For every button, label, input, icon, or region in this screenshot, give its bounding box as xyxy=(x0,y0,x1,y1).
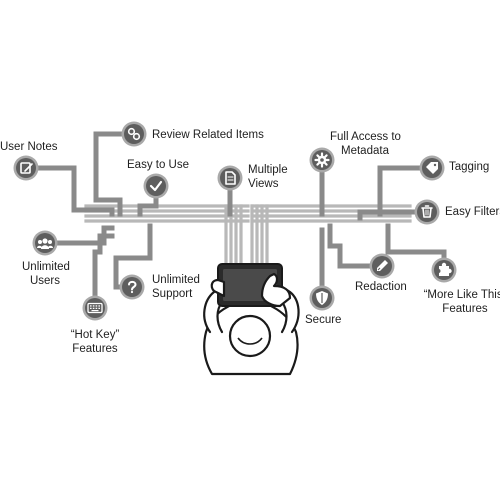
node-disc xyxy=(122,277,142,297)
gear-icon xyxy=(314,152,330,168)
left-hand xyxy=(210,278,226,298)
label-line: Tagging xyxy=(449,161,490,173)
node-redaction xyxy=(369,253,395,279)
right-hand-pointing xyxy=(260,272,292,308)
marker-icon xyxy=(377,260,388,271)
label-redaction: Redaction xyxy=(355,280,415,294)
label-line: Features xyxy=(72,343,118,355)
node-multiple-views xyxy=(217,165,243,191)
node-tagging xyxy=(419,155,445,181)
node-disc xyxy=(220,168,240,188)
question-icon xyxy=(128,280,137,294)
shield-icon xyxy=(316,291,328,305)
label-line: Easy Filters xyxy=(445,206,500,218)
node-unlimited-support xyxy=(119,274,145,300)
label-line: “Hot Key” xyxy=(70,329,120,341)
circuit-traces xyxy=(23,131,447,311)
connector-review-related-items xyxy=(93,131,137,217)
checkmark-icon xyxy=(149,180,163,192)
connector-easy-filters xyxy=(357,209,430,221)
label-line: Users xyxy=(29,275,61,287)
node-user-notes xyxy=(13,155,39,181)
label-easy-to-use: Easy to Use xyxy=(127,158,189,172)
link-icon xyxy=(127,127,141,141)
filter-bin-icon xyxy=(421,205,433,218)
label-easy-filters: Easy Filters xyxy=(445,205,500,219)
node-easy-filters xyxy=(414,199,440,225)
hair-line xyxy=(237,337,263,345)
node-full-access-metadata xyxy=(309,147,335,173)
node-secure xyxy=(309,285,335,311)
label-line: Unlimited xyxy=(22,261,70,273)
label-line: Multiple xyxy=(248,164,288,176)
label-line: Unlimited xyxy=(152,274,200,286)
label-line: Easy to Use xyxy=(127,159,189,171)
node-disc xyxy=(417,202,437,222)
connector-tagging xyxy=(377,165,435,217)
label-review-related-items: Review Related Items xyxy=(152,128,264,142)
pencil-note-icon xyxy=(20,162,33,174)
label-line: Features xyxy=(442,303,488,315)
document-icon xyxy=(225,171,236,185)
node-unlimited-users xyxy=(32,230,58,256)
label-tagging: Tagging xyxy=(449,160,499,174)
label-line: Secure xyxy=(305,314,342,326)
connector-user-notes xyxy=(23,165,115,217)
tag-icon xyxy=(426,162,438,174)
label-line: Redaction xyxy=(355,281,407,293)
label-line: “More Like This” xyxy=(423,289,500,301)
connector-hot-key-features xyxy=(92,233,115,311)
users-icon xyxy=(37,238,53,249)
label-line: Metadata xyxy=(341,145,389,157)
keyboard-icon xyxy=(87,302,103,314)
node-hot-key-features xyxy=(82,295,108,321)
label-line: User Notes xyxy=(0,141,58,153)
feature-nodes xyxy=(13,121,457,321)
node-more-like-this xyxy=(431,257,457,283)
label-full-access-metadata: Full Access to Metadata xyxy=(330,130,401,158)
node-easy-to-use xyxy=(143,173,169,199)
label-user-notes: User Notes xyxy=(0,140,58,154)
label-line: Support xyxy=(152,288,193,300)
label-hot-key-features: “Hot Key” Features xyxy=(70,328,120,356)
label-secure: Secure xyxy=(305,313,342,327)
node-disc xyxy=(16,158,36,178)
label-line: Review Related Items xyxy=(152,129,264,141)
label-line: Full Access to xyxy=(330,131,401,143)
puzzle-icon xyxy=(436,262,452,276)
label-line: Views xyxy=(248,178,279,190)
node-disc xyxy=(146,176,166,196)
person-with-tablet-illustration xyxy=(203,263,300,376)
node-review-related-items xyxy=(121,121,147,147)
connector-redaction xyxy=(327,223,385,269)
label-more-like-this: “More Like This” Features xyxy=(420,288,500,316)
head-outline xyxy=(228,314,272,358)
